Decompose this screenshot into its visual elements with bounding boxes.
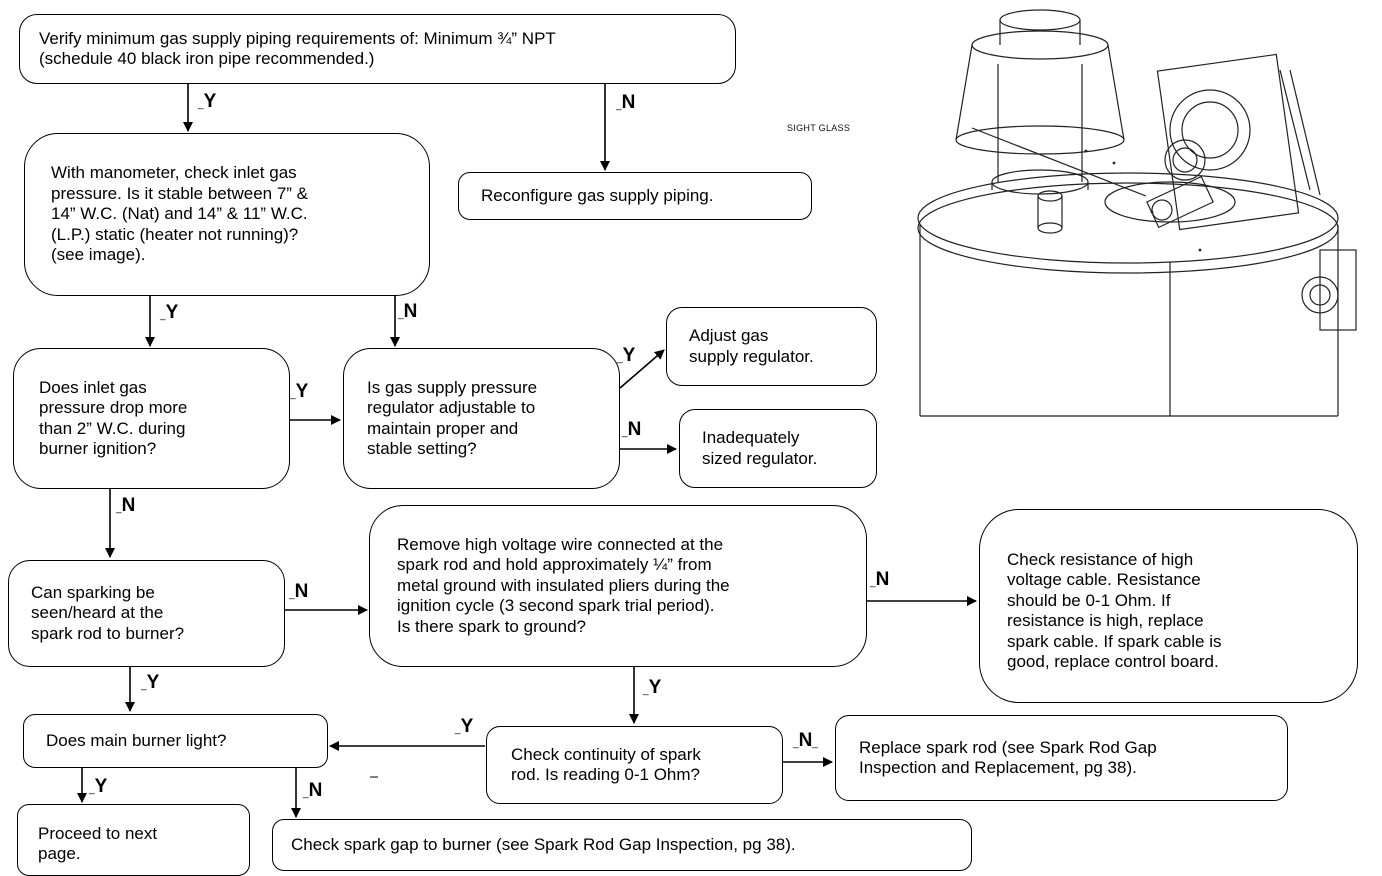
remove-wire-text: Remove high voltage wire connected at th…: [397, 534, 730, 636]
check-gap-box: Check spark gap to burner (see Spark Rod…: [272, 819, 972, 871]
pressure-drop-box: Does inlet gas pressure drop more than 2…: [13, 348, 290, 489]
manometer-text: With manometer, check inlet gas pressure…: [51, 163, 309, 265]
reconfigure-text: Reconfigure gas supply piping.: [481, 185, 714, 205]
inadequate-regulator-box: Inadequately sized regulator.: [679, 409, 877, 488]
label-no: _N: [398, 301, 418, 322]
label-yes: _Y: [89, 776, 108, 797]
label-no: _N_: [793, 730, 818, 751]
next-page-box: Proceed to next page.: [17, 804, 250, 876]
inadequate-regulator-text: Inadequately sized regulator.: [702, 428, 818, 468]
label-yes: _Y: [643, 677, 662, 698]
label-yes: _Y: [455, 716, 474, 737]
check-cable-box: Check resistance of high voltage cable. …: [979, 509, 1358, 703]
next-page-text: Proceed to next page.: [38, 823, 158, 864]
burner-light-box: Does main burner light?: [23, 714, 328, 768]
reconfigure-box: Reconfigure gas supply piping.: [458, 172, 812, 220]
label-no: _N: [303, 780, 323, 801]
replace-rod-text: Replace spark rod (see Spark Rod Gap Ins…: [859, 737, 1157, 778]
label-no: _N: [289, 581, 309, 602]
arrow-regulator-to-adjust: [619, 349, 665, 389]
sparking-seen-box: Can sparking be seen/heard at the spark …: [8, 560, 285, 667]
continuity-box: Check continuity of spark rod. Is readin…: [486, 726, 783, 804]
remove-wire-box: Remove high voltage wire connected at th…: [369, 505, 867, 667]
label-no: _N: [870, 569, 890, 590]
label-yes: _Y: [617, 345, 636, 366]
verify-piping-text: Verify minimum gas supply piping require…: [39, 28, 556, 69]
label-yes: _Y: [198, 91, 217, 112]
label-yes: _Y: [160, 302, 179, 323]
check-gap-text: Check spark gap to burner (see Spark Rod…: [291, 834, 796, 854]
continuity-text: Check continuity of spark rod. Is readin…: [511, 744, 701, 785]
label-yes: _Y: [290, 381, 309, 402]
label-no: _N: [116, 495, 136, 516]
burner-light-text: Does main burner light?: [46, 730, 227, 750]
adjust-regulator-text: Adjust gas supply regulator.: [689, 326, 814, 366]
sparking-seen-text: Can sparking be seen/heard at the spark …: [31, 582, 185, 643]
manometer-box: With manometer, check inlet gas pressure…: [24, 133, 430, 296]
verify-piping-box: Verify minimum gas supply piping require…: [19, 14, 736, 84]
label-no: _N: [622, 419, 642, 440]
regulator-adjustable-text: Is gas supply pressure regulator adjusta…: [367, 377, 538, 459]
regulator-adjustable-box: Is gas supply pressure regulator adjusta…: [343, 348, 620, 489]
label-yes: _Y: [141, 672, 160, 693]
water-heater-illustration: [917, 9, 1357, 417]
sight-glass-label: SIGHT GLASS: [787, 123, 851, 133]
pressure-drop-text: Does inlet gas pressure drop more than 2…: [39, 377, 188, 459]
check-cable-text: Check resistance of high voltage cable. …: [1007, 549, 1222, 672]
adjust-regulator-box: Adjust gas supply regulator.: [666, 307, 877, 386]
replace-rod-box: Replace spark rod (see Spark Rod Gap Ins…: [835, 715, 1288, 801]
label-no: _N: [616, 92, 636, 113]
